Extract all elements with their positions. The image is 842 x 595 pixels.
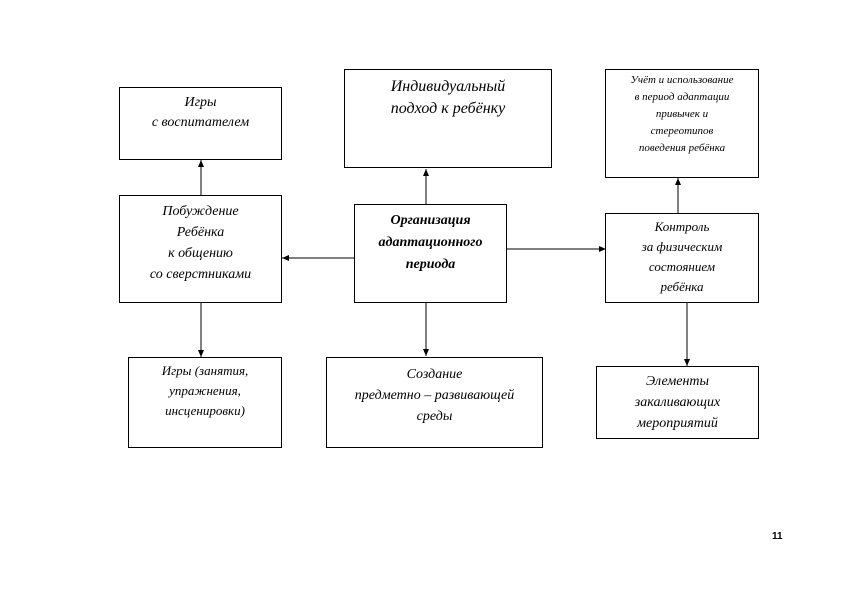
habits-line-3: привычек и: [655, 108, 709, 120]
hardening-line-2: закаливающих: [634, 395, 721, 410]
control-line-2: за физическим: [641, 239, 723, 254]
box-individual-approach: Индивидуальный подход к ребёнку: [344, 69, 552, 168]
games-activities-line-1: Игры (занятия,: [161, 363, 249, 378]
control-line-1: Контроль: [654, 219, 710, 234]
box-games-activities: Игры (занятия, упражнения, инсценировки): [128, 357, 282, 448]
games-activities-line-2: упражнения,: [169, 383, 241, 398]
box-motivation-communication: Побуждение Ребёнка к общению со сверстни…: [119, 195, 282, 303]
control-line-4: ребёнка: [660, 279, 704, 294]
control-line-3: состоянием: [648, 259, 716, 274]
habits-line-5: поведения ребёнка: [638, 142, 726, 154]
motivation-line-4: со сверстниками: [149, 267, 252, 282]
games-activities-line-3: инсценировки): [165, 403, 245, 418]
environment-line-3: среды: [416, 409, 453, 424]
individual-line-1: Индивидуальный: [390, 78, 506, 95]
box-physical-control: Контроль за физическим состоянием ребёнк…: [605, 213, 759, 303]
box-hardening-elements: Элементы закаливающих мероприятий: [596, 366, 759, 439]
box-developing-environment: Создание предметно – развивающей среды: [326, 357, 543, 448]
games-teacher-line-2: с воспитателем: [151, 115, 250, 130]
page-number: 11: [772, 531, 783, 542]
games-teacher-line-1: Игры: [184, 95, 217, 110]
hardening-line-3: мероприятий: [637, 416, 718, 431]
motivation-line-3: к общению: [168, 246, 233, 261]
center-line-1: Организация: [390, 213, 471, 228]
habits-line-2: в период адаптации: [634, 91, 730, 103]
hardening-line-1: Элементы: [645, 374, 710, 389]
box-adaptation-organization: Организация адаптационного периода: [354, 204, 507, 303]
center-line-3: периода: [405, 257, 456, 272]
motivation-line-2: Ребёнка: [176, 225, 225, 240]
habits-line-4: стереотипов: [650, 125, 714, 137]
environment-line-2: предметно – развивающей: [354, 388, 515, 403]
box-games-with-teacher: Игры с воспитателем: [119, 87, 282, 160]
environment-line-1: Создание: [406, 367, 463, 382]
box-habits-usage: Учёт и использование в период адаптации …: [605, 69, 759, 178]
individual-line-2: подход к ребёнку: [390, 100, 506, 117]
motivation-line-1: Побуждение: [162, 204, 239, 219]
center-line-2: адаптационного: [378, 235, 483, 250]
habits-line-1: Учёт и использование: [630, 74, 734, 86]
